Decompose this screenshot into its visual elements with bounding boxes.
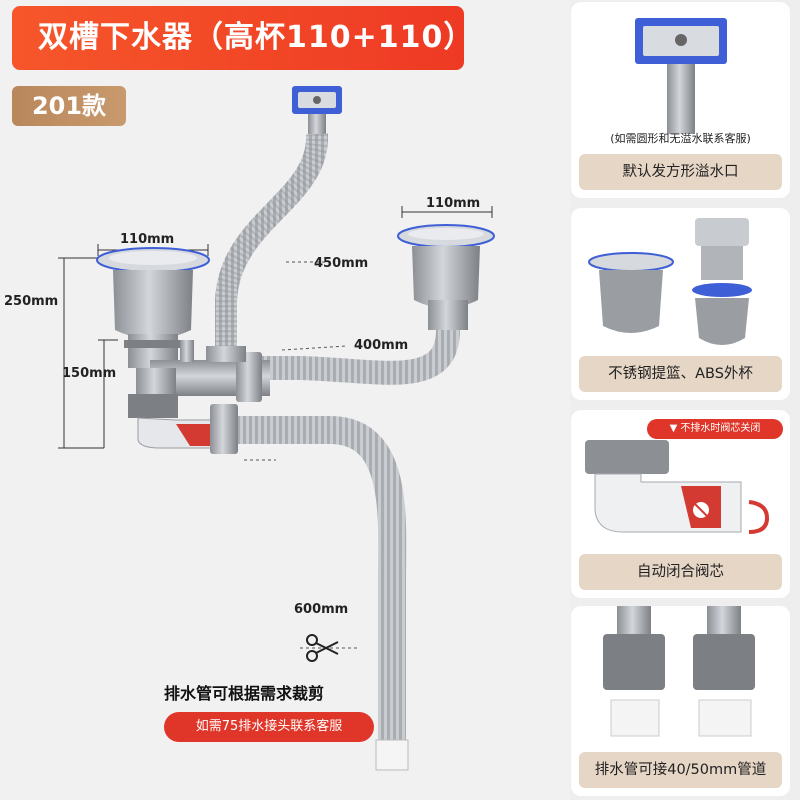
red-turn-arrow-icon	[748, 500, 770, 534]
connecting-hose-length-label: 400mm	[354, 338, 409, 353]
card-caption: 不锈钢提篮、ABS外杯	[579, 356, 782, 392]
total-height-label: 250mm	[4, 294, 59, 309]
lower-height-label: 150mm	[62, 366, 117, 381]
card-caption: 排水管可接40/50mm管道	[579, 752, 782, 788]
feature-card-pipe: 排水管可接40/50mm管道	[571, 606, 790, 796]
page-title: 双槽下水器（高杯110+110）	[12, 6, 473, 70]
feature-card-basket: 不锈钢提篮、ABS外杯	[571, 208, 790, 400]
drain-hose-length-label: 600mm	[294, 602, 349, 617]
basket-image	[588, 218, 752, 345]
pipe-adapters-image	[603, 606, 755, 737]
sink-drain-illustration	[58, 86, 495, 771]
cut-note: 排水管可根据需求裁剪	[164, 684, 325, 703]
card-caption: 默认发方形溢水口	[579, 154, 782, 190]
overflow-hose-length-label: 450mm	[314, 256, 369, 271]
feature-card-valve: ▼ 不排水时阀芯关闭 自动闭合阀芯	[571, 410, 790, 598]
square-overflow-image	[635, 18, 727, 134]
scissors-icon	[306, 634, 339, 662]
model-badge: 201款	[12, 86, 126, 126]
product-diagram-panel: 双槽下水器（高杯110+110） 201款	[4, 6, 495, 771]
valve-image	[585, 440, 770, 534]
right-basket-width-label: 110mm	[426, 196, 481, 211]
left-basket-width-label: 110mm	[120, 232, 175, 247]
service-badge: 如需75排水接头联系客服	[164, 712, 374, 742]
card-caption: 自动闭合阀芯	[579, 554, 782, 590]
feature-card-overflow: (如需圆形和无溢水联系客服) 默认发方形溢水口	[571, 2, 790, 198]
overflow-note: (如需圆形和无溢水联系客服)	[610, 132, 751, 145]
valve-closed-tag: ▼ 不排水时阀芯关闭	[647, 419, 783, 439]
